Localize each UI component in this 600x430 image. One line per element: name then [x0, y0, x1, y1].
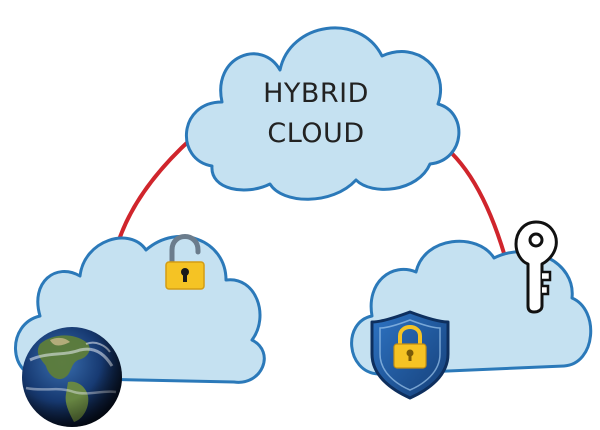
earth-globe-icon [22, 327, 122, 427]
center-cloud-label-line1: HYBRID [263, 78, 369, 109]
center-cloud [185, 26, 461, 201]
center-cloud-label-line2: CLOUD [267, 118, 364, 149]
shield-lock-icon [370, 310, 450, 400]
left-connector-line [116, 136, 194, 245]
key-icon [514, 220, 558, 314]
unlocked-padlock-icon [165, 234, 205, 290]
